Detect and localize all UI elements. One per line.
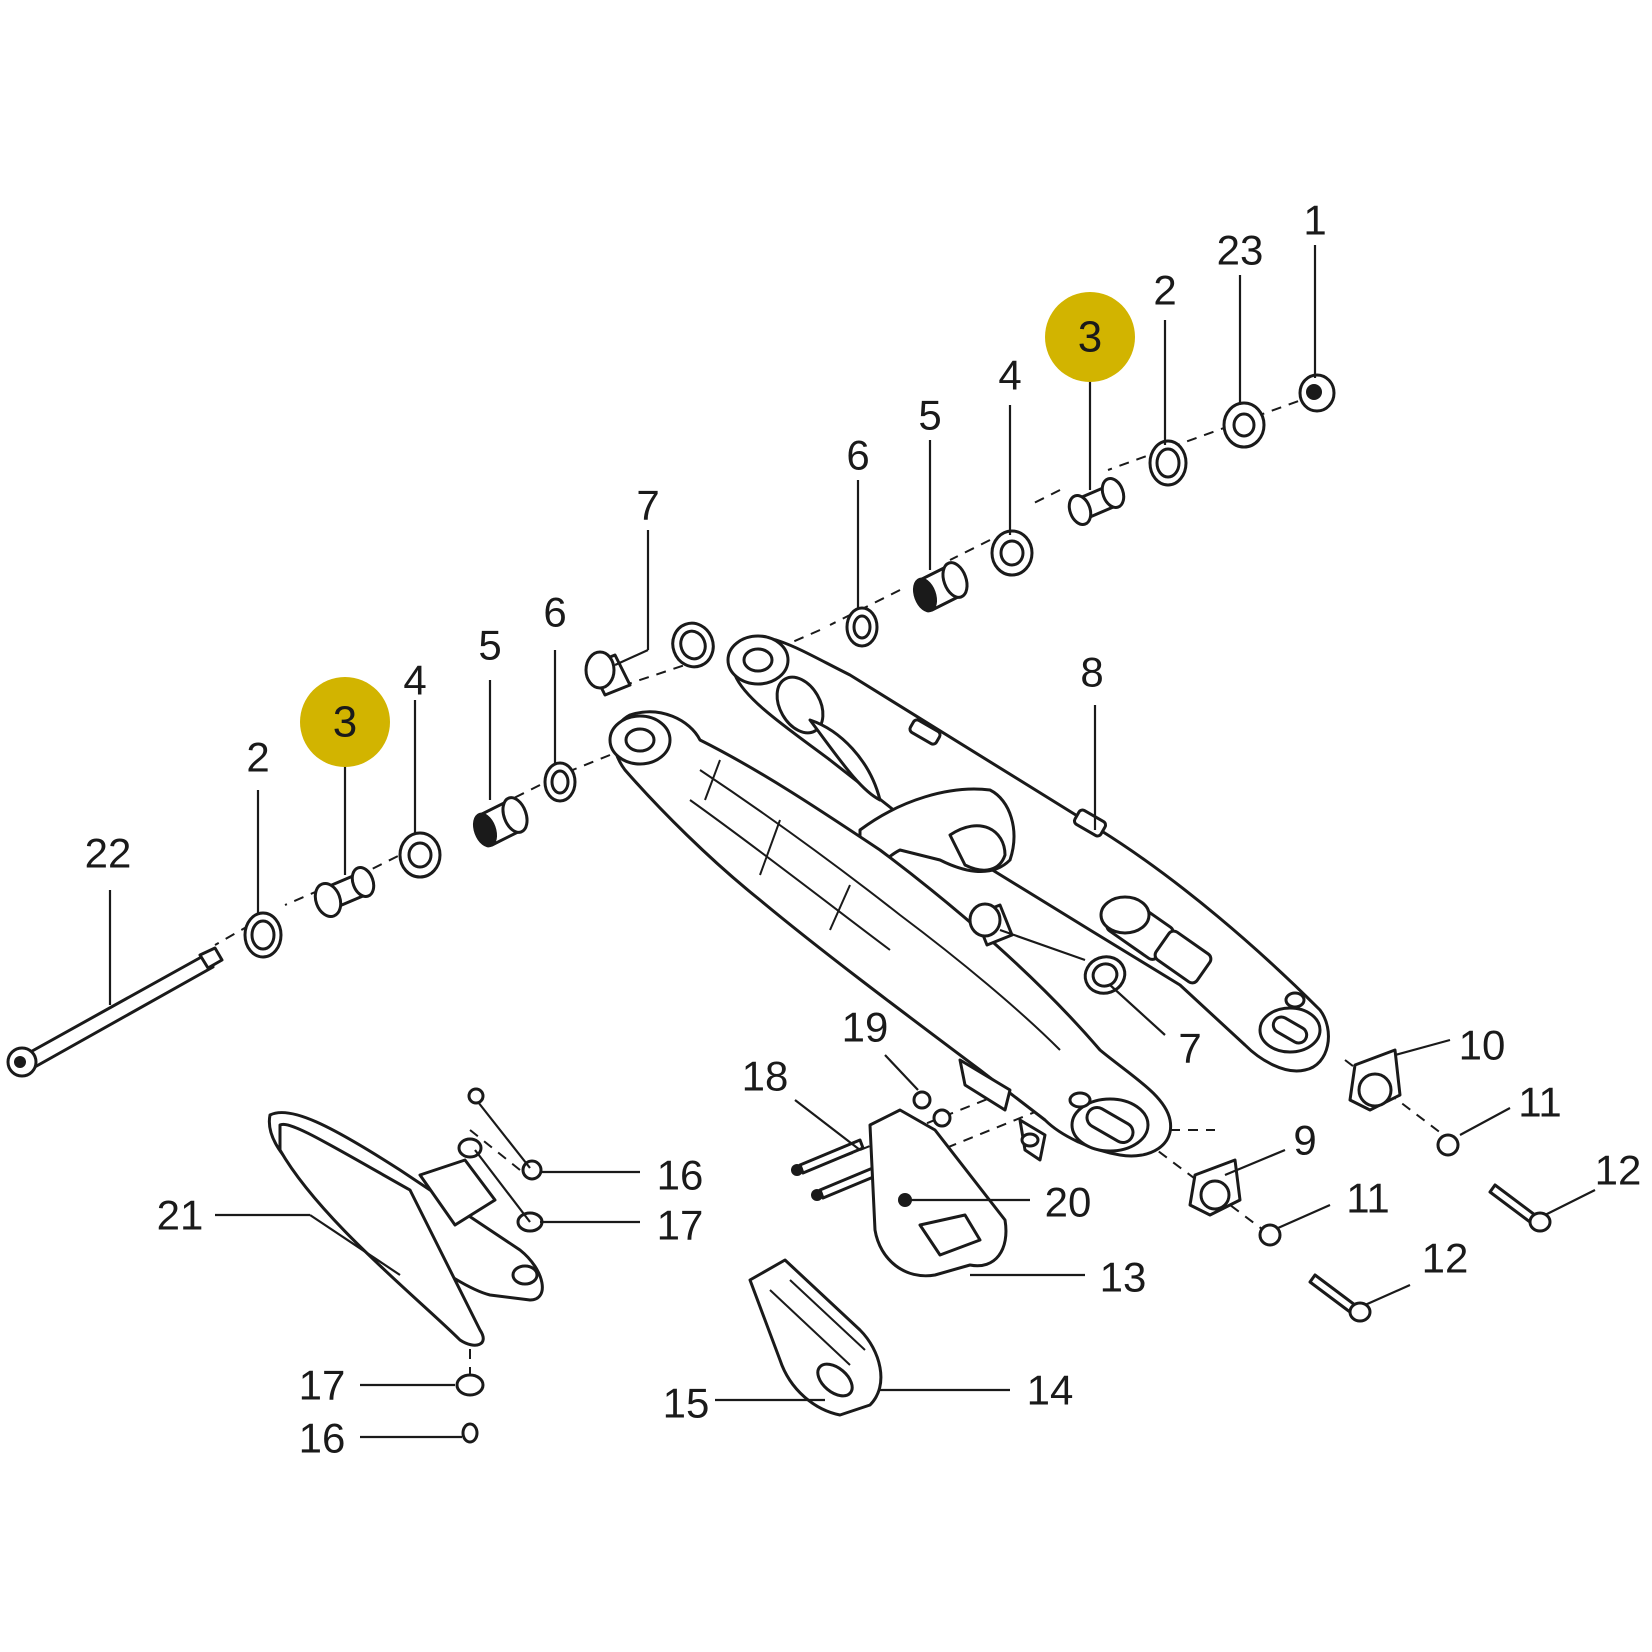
callout-7-lower: 7 bbox=[1178, 1025, 1201, 1072]
callout-23: 23 bbox=[1217, 227, 1264, 274]
callout-5-upper: 5 bbox=[918, 392, 941, 439]
callout-5-lower: 5 bbox=[478, 622, 501, 669]
callout-11-lower: 11 bbox=[1346, 1175, 1390, 1222]
callout-6-lower: 6 bbox=[543, 589, 566, 636]
callout-8: 8 bbox=[1080, 649, 1103, 696]
callout-16-upper: 16 bbox=[657, 1152, 704, 1199]
highlight-circle-upper bbox=[1045, 292, 1135, 382]
callout-19: 19 bbox=[842, 1004, 889, 1051]
callout-21: 21 bbox=[157, 1192, 204, 1239]
callout-16-lower: 16 bbox=[299, 1415, 346, 1462]
callout-2-upper: 2 bbox=[1153, 267, 1176, 314]
swingarm bbox=[608, 634, 1330, 1162]
leader-lines bbox=[108, 245, 1596, 1439]
callout-14: 14 bbox=[1027, 1367, 1074, 1414]
callout-6-upper: 6 bbox=[846, 432, 869, 479]
highlight-circle-lower bbox=[300, 677, 390, 767]
callout-9: 9 bbox=[1293, 1117, 1316, 1164]
callout-1: 1 bbox=[1303, 197, 1326, 244]
callout-10: 10 bbox=[1459, 1022, 1506, 1069]
callout-12-upper: 12 bbox=[1595, 1147, 1642, 1194]
callout-20: 20 bbox=[1045, 1179, 1092, 1226]
highlight-markers bbox=[300, 292, 1135, 767]
callout-22: 22 bbox=[85, 830, 132, 877]
callout-15: 15 bbox=[663, 1380, 710, 1427]
callout-labels: 1 23 2 3 4 5 6 7 8 6 5 4 3 2 22 7 10 11 … bbox=[85, 197, 1642, 1462]
callout-7-upper: 7 bbox=[636, 482, 659, 529]
adjuster-parts bbox=[968, 902, 1552, 1323]
callout-3-upper: 3 bbox=[1078, 313, 1102, 362]
upper-pivot-parts bbox=[584, 373, 1336, 697]
chain-guide-parts bbox=[748, 1090, 1008, 1417]
callout-2-lower: 2 bbox=[246, 734, 269, 781]
callout-12-lower: 12 bbox=[1422, 1235, 1469, 1282]
lower-pivot-parts bbox=[6, 761, 577, 1078]
chain-slider-parts bbox=[267, 1087, 544, 1444]
callout-3-lower: 3 bbox=[333, 698, 357, 747]
callout-4-lower: 4 bbox=[403, 657, 426, 704]
callout-13: 13 bbox=[1100, 1254, 1147, 1301]
callout-4-upper: 4 bbox=[998, 352, 1021, 399]
callout-18: 18 bbox=[742, 1053, 789, 1100]
callout-17-upper: 17 bbox=[657, 1202, 704, 1249]
callout-11-upper: 11 bbox=[1518, 1079, 1562, 1126]
callout-17-lower: 17 bbox=[299, 1362, 346, 1409]
